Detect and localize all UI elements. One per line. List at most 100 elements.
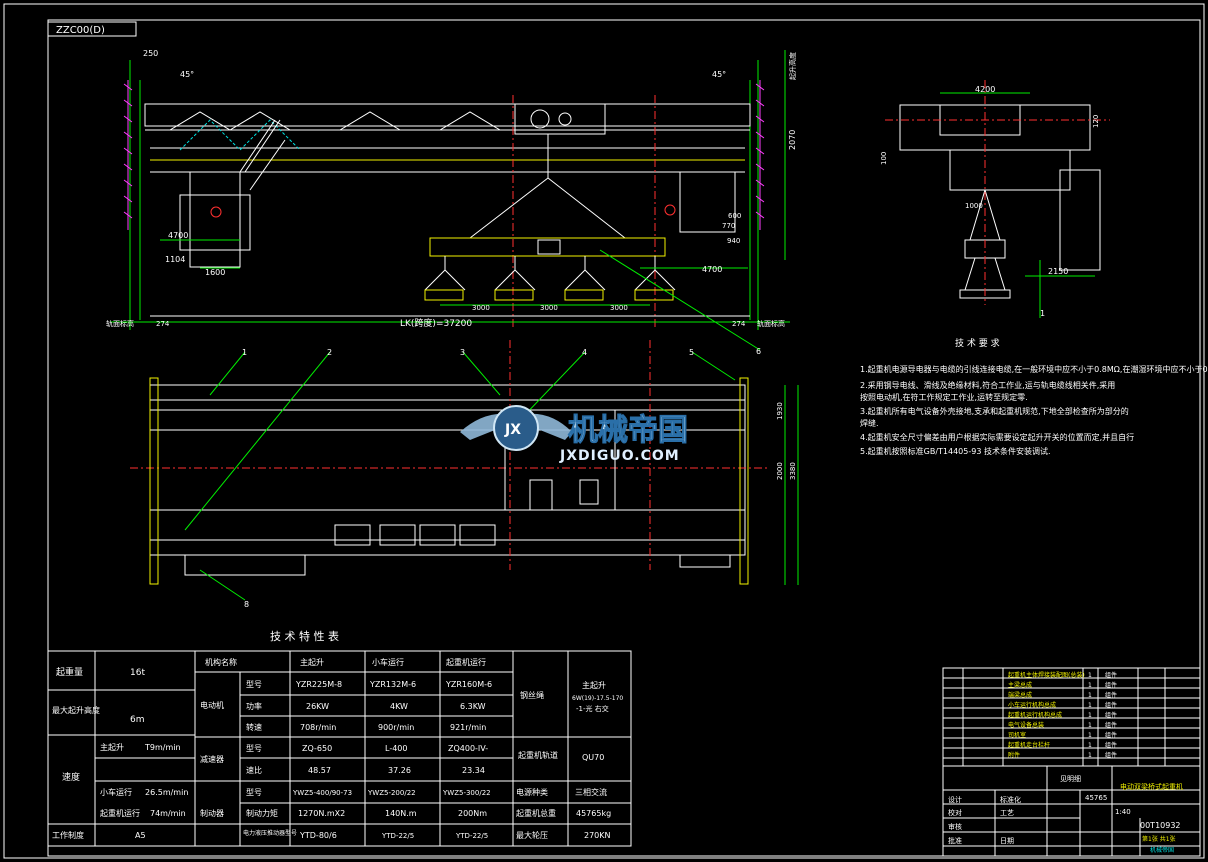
part-5-qty: 1 (1088, 722, 1092, 729)
dim-4200: 4200 (975, 85, 995, 94)
dim-2000: 2000 (776, 462, 784, 480)
spec-table-title: 技 术 特 性 表 (270, 629, 339, 643)
part-4-qty: 1 (1088, 712, 1092, 719)
mech-header-1: 主起升 (300, 657, 324, 667)
part-6-qty: 1 (1088, 732, 1092, 739)
right-power-value: 三相交流 (575, 787, 607, 797)
item-r6-c2: 140N.m (385, 809, 417, 818)
dim-250: 250 (143, 49, 158, 58)
spec-height-value: 6m (130, 715, 145, 725)
item-r5-c3: YWZ5-300/22 (442, 789, 491, 797)
tong-a (424, 289, 464, 301)
tb-drawing-name: 电动双梁桥式起重机 (1120, 782, 1183, 791)
spec-main-hoist-value: T9m/min (144, 743, 181, 752)
item-r0-c1: YZR225M-8 (295, 680, 342, 689)
plan-panel-1 (334, 524, 371, 546)
dim-274-right: 274 (732, 320, 746, 328)
item-r6-c0: 制动力矩 (246, 808, 278, 818)
side-cab (1059, 169, 1101, 271)
item-r0-c3: YZR160M-6 (445, 680, 492, 689)
item-r1-c2: 4KW (390, 702, 408, 711)
spec-trolley-value: 26.5m/min (145, 788, 188, 797)
tb-label-design: 设计 (948, 795, 962, 804)
plan-panel-2 (379, 524, 416, 546)
right-rope-lay: -1-光 右交 (576, 704, 609, 713)
part-8-name: 附件 (1008, 751, 1020, 759)
dim-1104-text: 1104 (165, 255, 185, 264)
hanger-rods (444, 256, 656, 270)
item-r3-c1: ZQ-650 (302, 744, 332, 753)
tb-label-process: 工艺 (1000, 809, 1014, 817)
spec-main-hoist-label: 主起升 (100, 742, 124, 752)
group-motor: 电动机 (200, 700, 224, 710)
right-track-value: QU70 (582, 753, 604, 762)
right-end-carriage (679, 171, 736, 233)
item-r7-c3: YTD-22/5 (455, 832, 488, 840)
plan-right-endbeam (739, 377, 749, 585)
callout-leaders (184, 351, 736, 601)
dim-1600-text: 1600 (205, 268, 225, 277)
leader-6 (599, 249, 761, 351)
tb-sheet: 第1张 共1张 (1142, 835, 1176, 843)
dim-2150: 2150 (1048, 267, 1068, 276)
outer-border (3, 3, 1205, 859)
left-end-carriage (189, 171, 241, 268)
spec-trolley-label: 小车运行 (100, 787, 132, 797)
callouts: 1 2 3 4 5 6 8 1 (242, 309, 1045, 609)
callout-6: 6 (756, 347, 761, 356)
part-3-qty: 1 (1088, 702, 1092, 709)
watermark: JX 机械帝国 JXDIGUO.COM (460, 405, 689, 464)
left-hook-marker (210, 206, 222, 218)
part-5-name: 电气设备总装 (1008, 721, 1044, 729)
dim-3000-a: 3000 (472, 304, 490, 312)
dim-100: 100 (880, 152, 888, 165)
title-block-border (942, 667, 1201, 857)
callout-5: 5 (689, 348, 694, 357)
side-sling (969, 189, 1001, 241)
spec-speed-label: 速度 (62, 771, 80, 783)
part-2-type: 组件 (1105, 691, 1117, 699)
sling (469, 177, 626, 239)
item-r5-c1: YWZ5-400/90-73 (292, 789, 352, 797)
right-wall-hatch (755, 80, 765, 230)
spreader-center (537, 239, 561, 255)
span-text: LK(跨度)=37200 (400, 317, 472, 329)
item-r4-c1: 48.57 (308, 766, 331, 775)
spec-capacity-value: 16t (130, 668, 145, 678)
front-elevation (110, 50, 790, 351)
note-line-2: 2.采用钢导电线、滑线及绝缘材料,符合工作业,运与轨电缆线相关件,采用 (860, 380, 1115, 390)
part-1-name: 主梁总成 (1008, 681, 1032, 689)
plan-trolley (504, 409, 616, 511)
part-3-type: 组件 (1105, 701, 1117, 709)
header-code-box (47, 21, 137, 37)
note-line-1: 1.起重机电源导电器与电缆的引线连接电缆,在一般环境中应不小于0.8MΩ,在潮湿… (860, 364, 1208, 374)
part-0-qty: 1 (1088, 672, 1092, 679)
tong-c (564, 289, 604, 301)
part-0-name: 起重机主体焊接装配图(总装) (1008, 671, 1085, 679)
right-rope-main: 主起升 (582, 680, 606, 690)
header-code: ZZC00(D) (56, 25, 105, 36)
mech-header-0: 机构名称 (205, 657, 237, 667)
right-power-label: 电源种类 (516, 787, 548, 797)
dim-3380: 3380 (789, 462, 797, 480)
part-6-type: 组件 (1105, 731, 1117, 739)
tb-drawing-no: 00T10932 (1140, 821, 1181, 830)
item-r4-c2: 37.26 (388, 766, 411, 775)
part-6-name: 司机室 (1008, 731, 1026, 739)
item-r5-c0: 型号 (246, 788, 262, 797)
right-level-label: 轨面标高 (757, 319, 785, 328)
tb-label-standard: 标准化 (1000, 795, 1021, 804)
part-1-qty: 1 (1088, 682, 1092, 689)
title-block-grid (942, 667, 1201, 857)
item-r1-c1: 26KW (306, 702, 329, 711)
left-wall-hatch (123, 80, 133, 230)
spec-capacity-label: 起重量 (56, 666, 83, 678)
item-r4-c3: 23.34 (462, 766, 485, 775)
trolley-drum (530, 109, 550, 129)
tong-d (634, 289, 674, 301)
item-r1-c3: 6.3KW (460, 702, 486, 711)
right-wheel-label: 最大轮压 (516, 830, 548, 840)
part-5-type: 组件 (1105, 721, 1117, 729)
right-wheel-value: 270KN (584, 831, 611, 840)
left-level-label: 轨面标高 (106, 319, 134, 328)
